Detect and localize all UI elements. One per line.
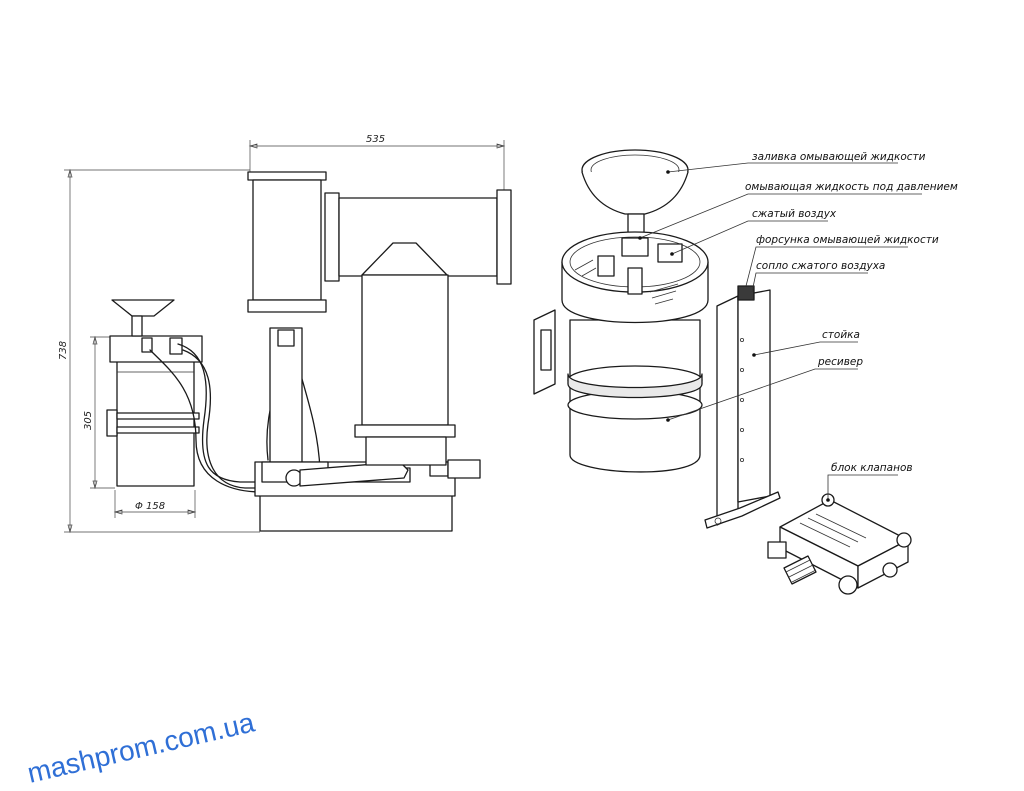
- dimension-height-total: 738: [58, 168, 260, 534]
- callout-nozzle-fluid: форсунка омывающей жидкости: [756, 234, 939, 246]
- callout-receiver: ресивер: [817, 356, 863, 368]
- callout-stand: стойка: [822, 329, 860, 341]
- callout-labels: заливка омывающей жидкости омывающая жид…: [745, 151, 958, 474]
- callout-valve-block: блок клапанов: [831, 462, 913, 474]
- dimension-height-receiver-label: 305: [83, 411, 94, 430]
- callout-air: сжатый воздух: [752, 208, 837, 220]
- base-plate: [254, 459, 481, 532]
- dimension-width-label: 535: [366, 134, 385, 145]
- valve-block: [767, 493, 912, 595]
- stand-side: [269, 327, 303, 464]
- t-pipe-assembly: [247, 171, 512, 466]
- leader-lines: [638, 162, 922, 502]
- callout-fill: заливка омывающей жидкости: [752, 151, 926, 163]
- receiver-tank-side: [106, 299, 203, 487]
- front-view: 535 738 305 Φ 158: [58, 134, 512, 534]
- isometric-view: заливка омывающей жидкости омывающая жид…: [533, 149, 958, 595]
- dimension-height-total-label: 738: [58, 341, 69, 360]
- receiver-tank: [533, 231, 709, 473]
- callout-pressure: омывающая жидкость под давлением: [745, 181, 958, 193]
- stand: [704, 285, 781, 529]
- dimension-diameter-label: Φ 158: [135, 501, 165, 512]
- dimension-diameter: Φ 158: [113, 490, 197, 518]
- dimension-width: 535: [248, 134, 506, 190]
- funnel: [581, 149, 689, 245]
- watermark: mashprom.com.ua: [24, 706, 257, 788]
- callout-nozzle-air: сопло сжатого воздуха: [756, 260, 885, 272]
